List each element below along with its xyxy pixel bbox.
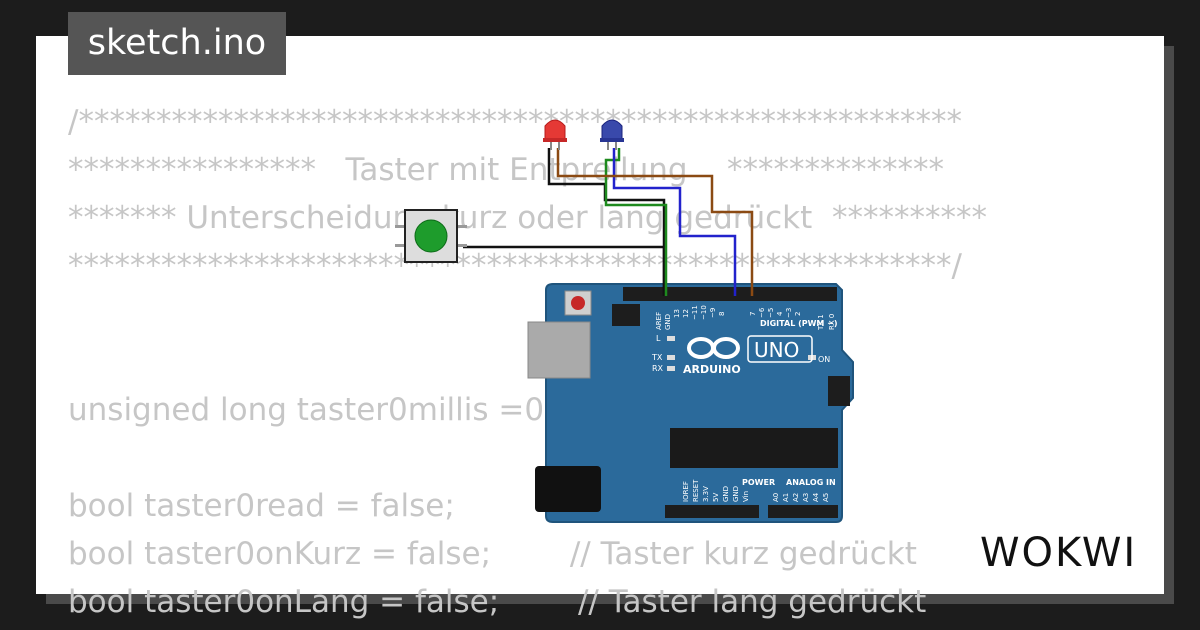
board-name: ARDUINO — [683, 363, 741, 376]
pin-label: Vin — [742, 491, 750, 502]
pin-label: A0 — [772, 493, 780, 502]
wire-brown — [556, 148, 754, 296]
pin-label: ~10 — [700, 305, 708, 320]
wire-green — [604, 148, 668, 296]
push-button[interactable] — [395, 209, 467, 263]
digital-header — [623, 287, 837, 301]
power-jack — [535, 466, 601, 512]
pin-label: 12 — [682, 309, 690, 318]
pin-label: 3.3V — [702, 486, 710, 502]
led-red[interactable] — [543, 119, 567, 150]
pin-label: IOREF — [682, 481, 690, 502]
usb-port — [527, 321, 591, 379]
code-line: ****************************************… — [68, 248, 962, 284]
analog-label: ANALOG IN — [786, 478, 836, 487]
digital-pin-labels: AREF GND 13 12 ~11 ~10 ~9 8 7 ~6 ~5 4 ~3… — [655, 305, 836, 331]
board-model: UNO — [754, 338, 799, 362]
pin-label: 2 — [794, 312, 802, 316]
pin-label: TX 1 — [817, 314, 825, 331]
pin-label: A5 — [822, 493, 830, 502]
pin-label: 7 — [749, 312, 757, 316]
pin-label: ~6 — [758, 307, 766, 318]
pin-label: A3 — [802, 493, 810, 502]
arduino-uno-board[interactable]: DIGITAL (PWM ~) L TX RX ON ARDUINO UNO P… — [527, 283, 854, 523]
arduino-logo — [687, 337, 740, 359]
power-pin-labels: IOREF RESET 3.3V 5V GND GND Vin A0 A1 A2… — [682, 479, 830, 502]
led-blue[interactable] — [600, 119, 624, 150]
pin-label: RESET — [692, 479, 700, 502]
wokwi-logo: WOKWI — [980, 530, 1137, 576]
wire-blue — [612, 148, 737, 296]
pin-label: GND — [722, 486, 730, 502]
pin-label: AREF — [655, 312, 663, 330]
pin-label: A1 — [782, 493, 790, 502]
code-line: bool taster0onLang = false; // Taster la… — [68, 584, 927, 620]
pin-label: RX 0 — [828, 314, 836, 330]
pin-label: A2 — [792, 493, 800, 502]
code-line: /***************************************… — [68, 104, 962, 140]
on-label: ON — [818, 355, 830, 364]
digital-label: DIGITAL (PWM ~) — [760, 319, 838, 328]
reset-button[interactable] — [571, 296, 585, 310]
microcontroller-chip — [670, 428, 838, 468]
pin-label: GND — [732, 486, 740, 502]
wokwi-logo-text: WOKWI — [980, 530, 1137, 576]
code-line: **************** Taster mit Entprellung … — [68, 152, 944, 188]
pin-label: ~5 — [767, 308, 775, 318]
pin-label: ~3 — [785, 308, 793, 318]
power-header — [665, 505, 759, 518]
pin-label: 5V — [712, 493, 720, 502]
pin-label: GND — [664, 314, 672, 330]
pin-label: A4 — [812, 492, 820, 502]
pin-label: 13 — [673, 309, 681, 318]
power-label: POWER — [742, 478, 775, 487]
rx-label: RX — [652, 364, 664, 373]
led-l-label: L — [656, 334, 661, 343]
pin-label: 4 — [776, 311, 784, 316]
analog-header — [768, 505, 838, 518]
code-line: bool taster0read = false; // — [68, 488, 585, 524]
pin-label: ~9 — [709, 308, 717, 318]
code-line: unsigned long taster0millis =0; — [68, 392, 555, 428]
tx-label: TX — [651, 353, 663, 362]
pin-label: ~11 — [691, 305, 699, 320]
code-line: bool taster0onKurz = false; // Taster ku… — [68, 536, 917, 572]
wires — [463, 148, 754, 296]
pin-label: 8 — [718, 312, 726, 316]
file-tab[interactable]: sketch.ino — [68, 12, 286, 75]
